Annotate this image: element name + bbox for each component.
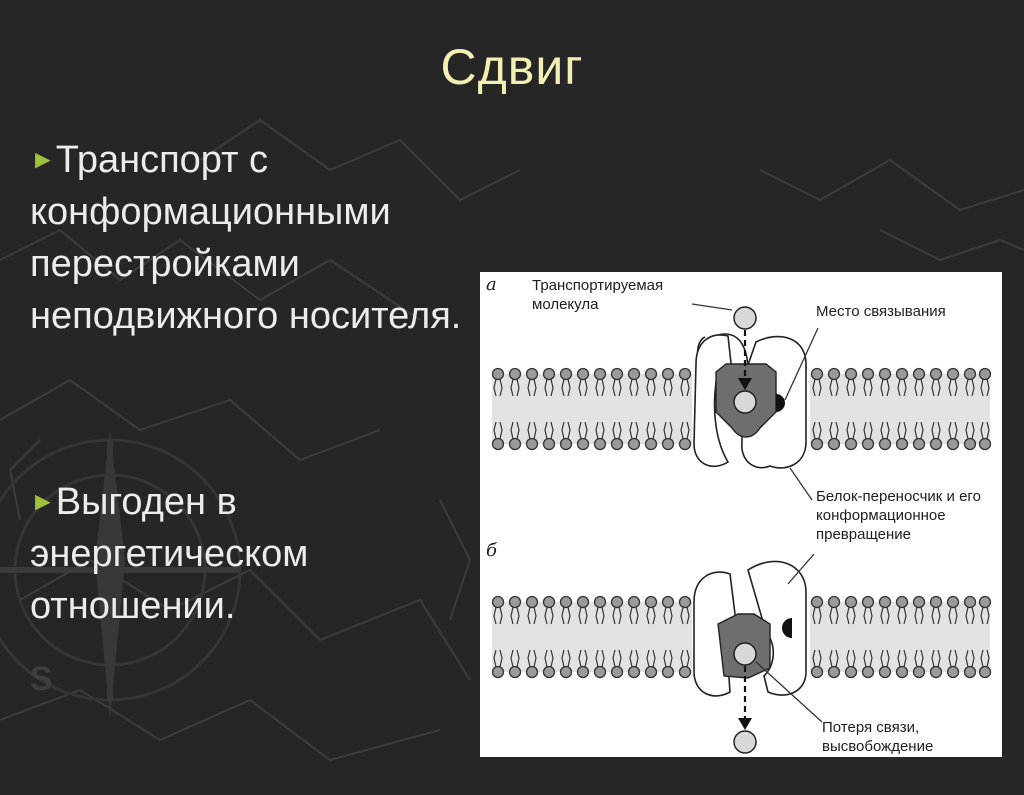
carrier-protein-b <box>693 553 823 754</box>
svg-text:S: S <box>30 660 53 698</box>
label-transported-molecule: Транспортируемая молекула <box>532 277 664 313</box>
label-release: Потеря связи, высвобождение <box>822 719 934 755</box>
carrier-protein-a <box>691 303 819 501</box>
bullet-text: Выгоден в энергетическом отношении. <box>30 481 309 627</box>
bullet-transport: ►Транспорт с конформационными перестройк… <box>30 133 470 342</box>
panel-b-letter: б <box>486 540 497 561</box>
label-binding-site: Место связывания <box>816 303 946 320</box>
carrier-transport-diagram: а б Транспортируемая молекула Место связ… <box>480 272 1002 757</box>
bullet-arrow-icon: ► <box>30 144 56 174</box>
bullet-energy: ►Выгоден в энергетическом отношении. <box>30 475 470 632</box>
label-carrier-protein: Белок-переносчик и его конформационное п… <box>816 488 981 543</box>
bullet-text: Транспорт с конформационными перестройка… <box>30 139 462 337</box>
panel-a-letter: а <box>486 274 497 295</box>
membrane-a <box>491 367 992 451</box>
membrane-b <box>491 595 992 679</box>
diagram-drawing <box>491 303 992 754</box>
slide-title: Сдвиг <box>440 39 584 95</box>
bullet-arrow-icon: ► <box>30 486 56 516</box>
